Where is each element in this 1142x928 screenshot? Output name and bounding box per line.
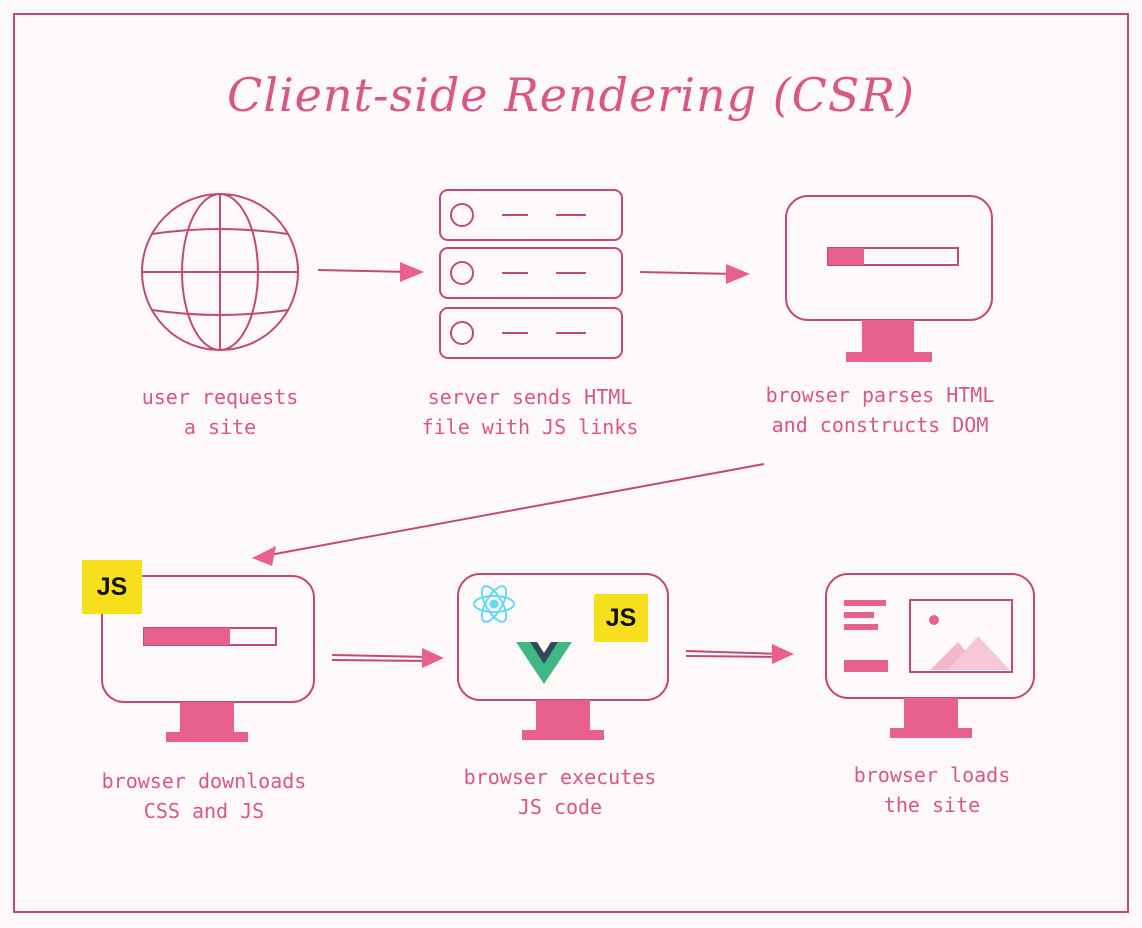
js-badge: JS: [594, 594, 648, 642]
monitor-icon: [101, 575, 315, 742]
step-caption-line: browser downloads: [101, 769, 307, 793]
globe-icon: [141, 193, 299, 351]
step-caption: browser downloads CSS and JS: [54, 766, 354, 826]
arrows: [252, 262, 794, 668]
react-icon: [473, 585, 515, 623]
step-caption: user requests a site: [70, 382, 370, 442]
image-icon: [909, 599, 1013, 673]
step-caption-line: a site: [183, 415, 257, 439]
server-icon: [439, 189, 623, 359]
arrow-3: [263, 463, 765, 557]
arrow-5-second-stroke: [685, 655, 783, 658]
arrow-4-second-stroke: [331, 659, 431, 662]
step-caption: browser loads the site: [782, 760, 1082, 820]
diagram-title: Client-side Rendering (CSR): [227, 68, 915, 122]
arrow-4: [331, 654, 431, 658]
step-caption-line: file with JS links: [421, 415, 639, 439]
js-badge: JS: [82, 560, 142, 614]
step-caption-line: and constructs DOM: [771, 413, 989, 437]
step-caption-line: JS code: [517, 795, 603, 819]
arrow-5: [685, 650, 783, 655]
step-caption-line: user requests: [141, 385, 299, 409]
step-caption-line: server sends HTML: [427, 385, 633, 409]
step-caption-line: the site: [883, 793, 981, 817]
step-caption-line: browser executes: [463, 765, 657, 789]
step-caption: server sends HTML file with JS links: [380, 382, 680, 442]
vue-icon: [516, 642, 572, 684]
step-caption: browser parses HTML and constructs DOM: [730, 380, 1030, 440]
outer-frame: [13, 13, 1129, 913]
arrow-1: [317, 269, 413, 273]
monitor-icon: [457, 573, 669, 740]
monitor-icon: [825, 573, 1035, 738]
step-caption-line: browser parses HTML: [765, 383, 995, 407]
arrow-2: [639, 271, 737, 275]
step-caption-line: CSS and JS: [143, 799, 265, 823]
monitor-icon: [785, 195, 993, 362]
step-caption: browser executes JS code: [410, 762, 710, 822]
step-caption-line: browser loads: [853, 763, 1011, 787]
